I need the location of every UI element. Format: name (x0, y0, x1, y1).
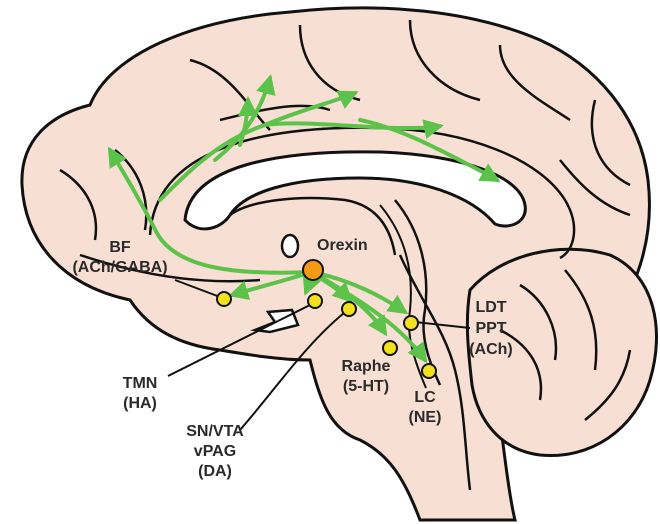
lc-label-line1: LC (414, 389, 436, 406)
orexin-label: Orexin (317, 237, 368, 254)
tmn-label-line1: TMN (123, 375, 158, 392)
sn-label-line1: SN/VTA (186, 423, 244, 440)
raphe-label-line2: (5-HT) (343, 378, 389, 395)
lc-node (422, 364, 436, 378)
lc-label-line2: (NE) (409, 409, 442, 426)
sn-vta-node (342, 302, 356, 316)
sn-label-line2: vPAG (194, 443, 236, 460)
ldt-label-line3: (ACh) (469, 341, 513, 358)
ldt-label-line2: PPT (475, 320, 506, 337)
ldt-label-line1: LDT (475, 299, 506, 316)
raphe-node (383, 341, 397, 355)
ldt-ppt-node (404, 316, 418, 330)
bf-label-line2: (ACh/GABA) (72, 259, 167, 276)
tmn-label-line2: (HA) (123, 395, 157, 412)
tmn-node (308, 294, 322, 308)
orexin-node (303, 260, 323, 280)
bf-node (217, 292, 231, 306)
bf-label-line1: BF (109, 239, 131, 256)
raphe-label-line1: Raphe (342, 358, 391, 375)
anterior-commissure (282, 235, 298, 257)
sn-label-line3: (DA) (198, 463, 232, 480)
